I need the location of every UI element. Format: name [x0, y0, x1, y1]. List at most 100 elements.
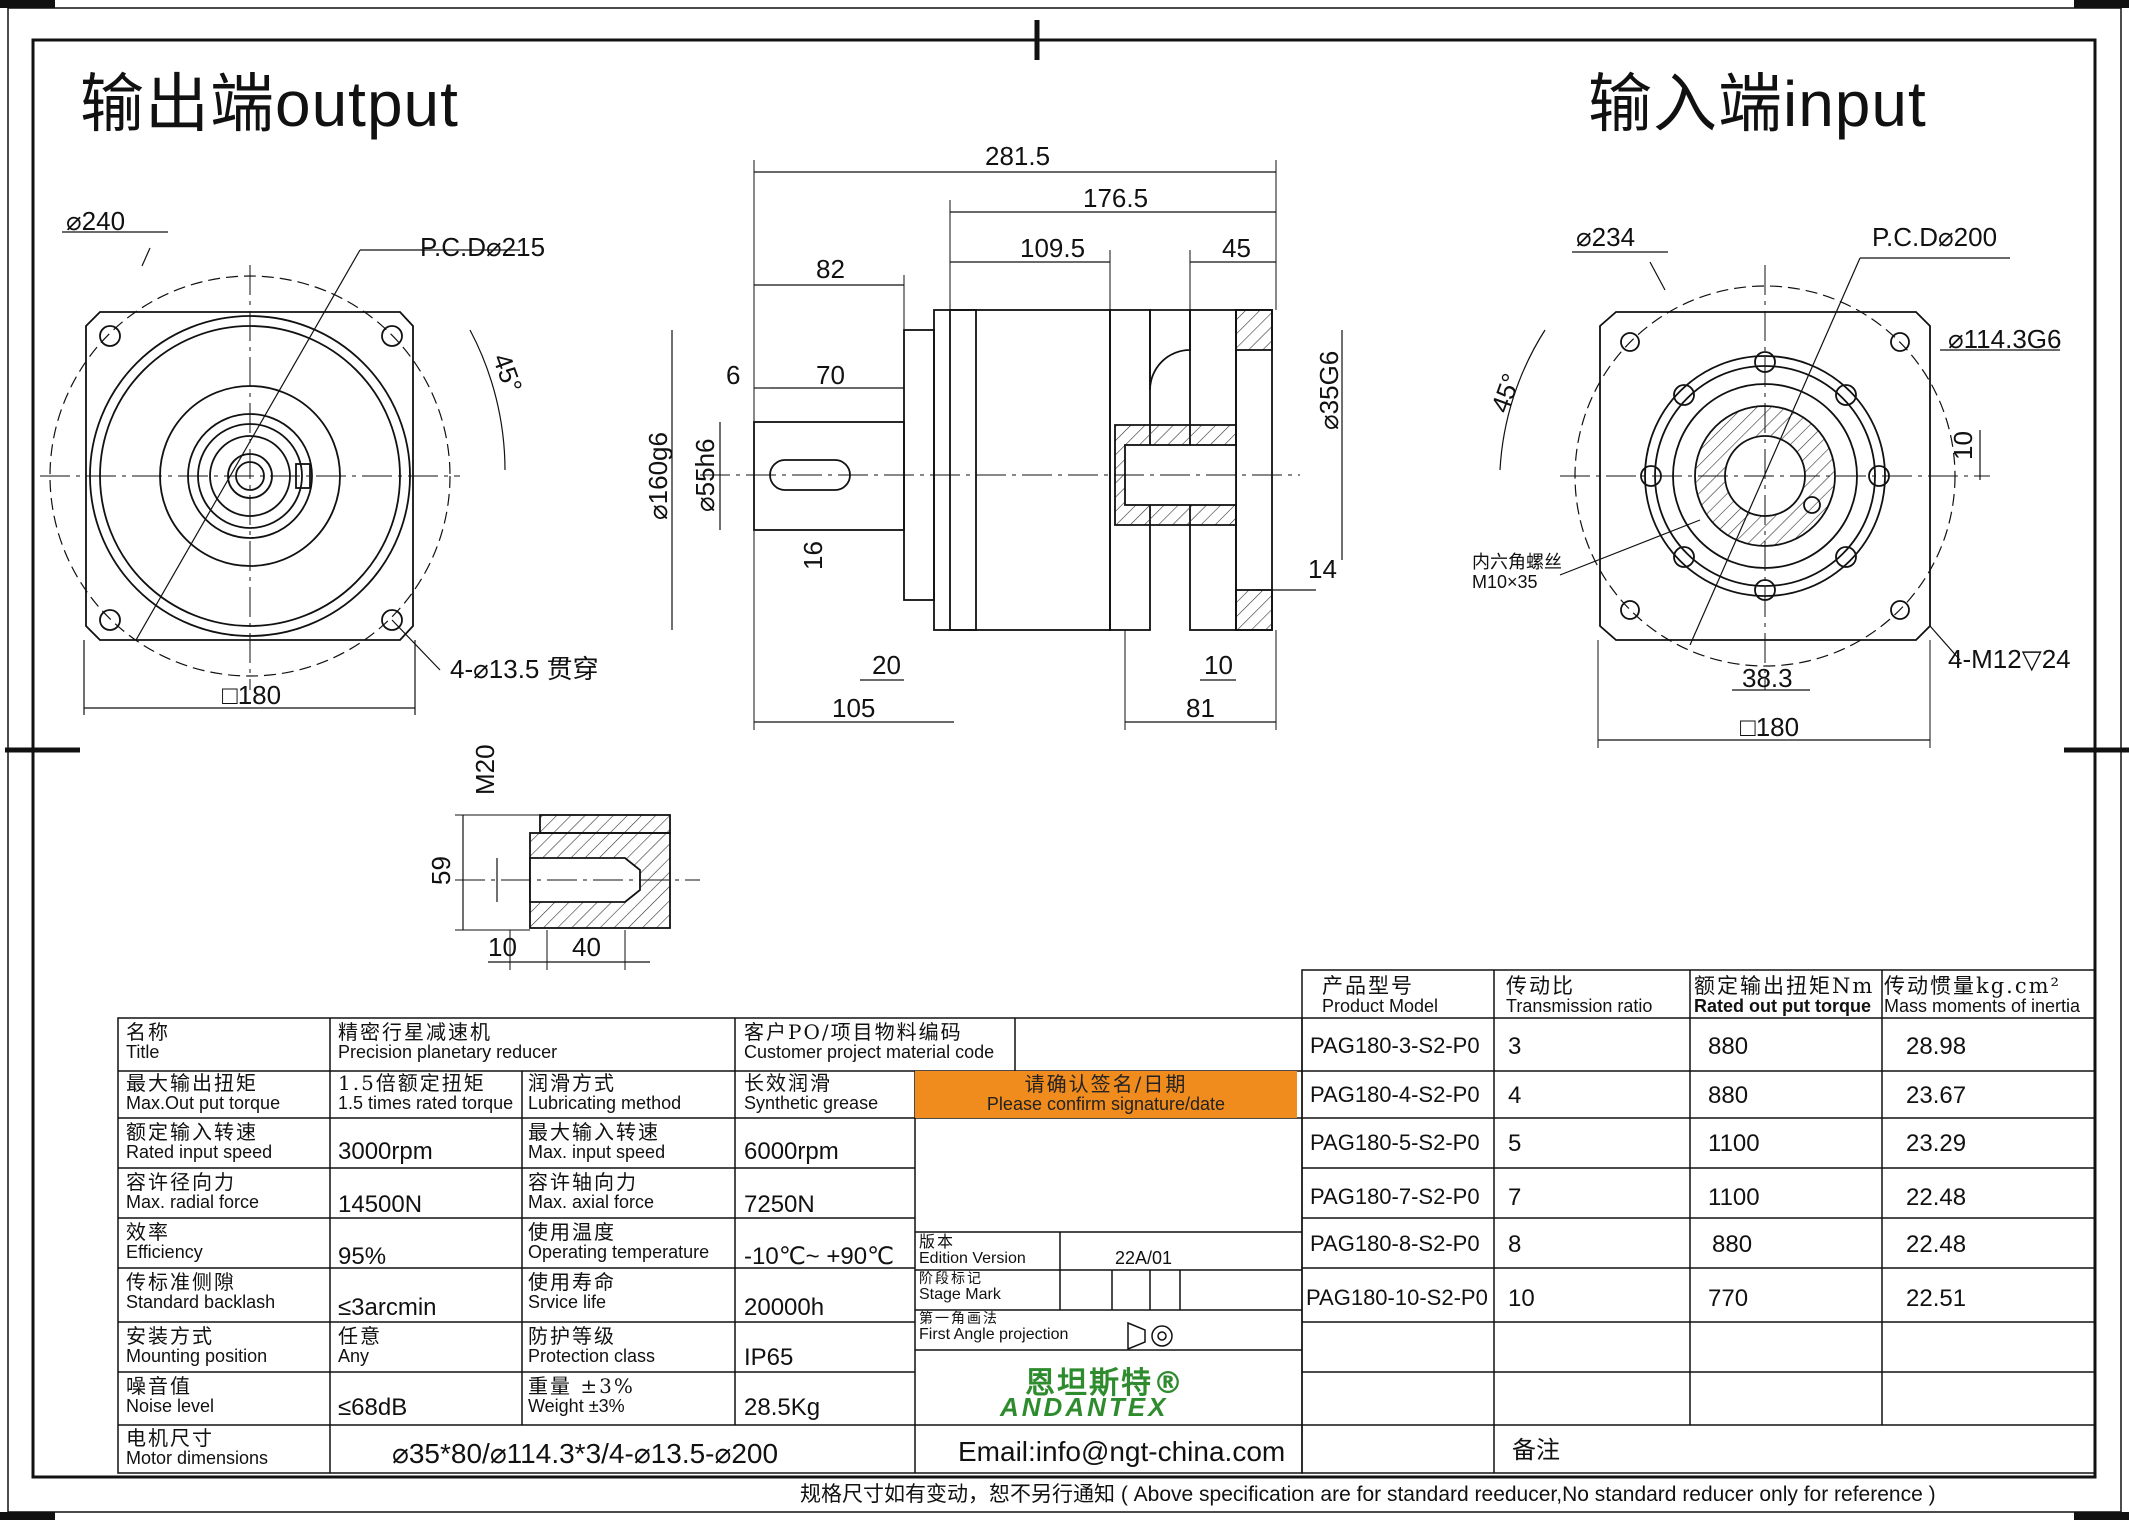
screw-label: 内六角螺丝 — [1472, 552, 1562, 572]
dim-10-middle: 10 — [1204, 650, 1233, 680]
dim-109-5: 109.5 — [1020, 233, 1086, 263]
row-1-model: PAG180-3-S2-P0 — [1310, 1033, 1480, 1058]
row-6-torque: 770 — [1708, 1285, 1749, 1312]
dim-105: 105 — [832, 693, 876, 723]
row-3-torque: 1100 — [1708, 1130, 1760, 1157]
edition-value: 22A/01 — [1115, 1248, 1173, 1268]
row-2-ratio: 4 — [1508, 1082, 1522, 1109]
dim-holes-right: 4-M12▽24 — [1948, 644, 2071, 674]
side-section-view — [671, 160, 1343, 730]
dim-d160: ⌀160g6 — [643, 432, 673, 520]
dim-pcd200: P.C.D⌀200 — [1872, 222, 1998, 252]
rated-speed-value: 3000rpm — [338, 1138, 433, 1165]
dim-14: 14 — [1308, 554, 1337, 584]
screw-size: M10×35 — [1472, 572, 1538, 592]
motor-dim-value: ⌀35*80/⌀114.3*3/4-⌀13.5-⌀200 — [392, 1438, 779, 1469]
dim-d234: ⌀234 — [1576, 222, 1636, 252]
row-6-model: PAG180-10-S2-P0 — [1306, 1285, 1488, 1310]
row-6-ratio: 10 — [1508, 1285, 1535, 1312]
row-5-model: PAG180-8-S2-P0 — [1310, 1231, 1480, 1256]
row-2-inertia: 23.67 — [1906, 1082, 1967, 1109]
efficiency-value: 95% — [338, 1243, 387, 1270]
row-2-torque: 880 — [1708, 1082, 1749, 1109]
radial-force-value: 14500N — [338, 1191, 423, 1218]
row-4-ratio: 7 — [1508, 1184, 1522, 1211]
brand-logo-en: ANDANTEX — [1000, 1392, 1169, 1422]
dim-38-3: 38.3 — [1742, 663, 1793, 693]
row-3-ratio: 5 — [1508, 1130, 1522, 1157]
max-speed-value: 6000rpm — [744, 1138, 839, 1165]
row-3-model: PAG180-5-S2-P0 — [1310, 1130, 1480, 1155]
contact-email: Email:info@ngt-china.com — [958, 1436, 1286, 1467]
noise-value: ≤68dB — [338, 1394, 408, 1421]
dim-20: 20 — [872, 650, 901, 680]
row-5-torque: 880 — [1712, 1231, 1753, 1258]
row-3-inertia: 23.29 — [1906, 1130, 1967, 1157]
dim-holes-left: 4-⌀13.5 贯穿 — [450, 654, 599, 684]
protection-value: IP65 — [744, 1344, 794, 1371]
row-4-torque: 1100 — [1708, 1184, 1760, 1211]
dim-40: 40 — [572, 932, 601, 962]
row-2-model: PAG180-4-S2-P0 — [1310, 1082, 1480, 1107]
input-title: 输入端input — [1588, 68, 1927, 140]
life-value: 20000h — [744, 1294, 825, 1321]
dim-6: 6 — [726, 360, 741, 390]
output-flange-view — [40, 231, 520, 715]
backlash-value: ≤3arcmin — [338, 1294, 437, 1321]
dim-m20: M20 — [470, 744, 500, 795]
dim-59: 59 — [426, 856, 456, 885]
dim-176-5: 176.5 — [1083, 183, 1149, 213]
dim-d114-3: ⌀114.3G6 — [1948, 324, 2062, 354]
table-grid — [117, 969, 2096, 1474]
outer-border — [7, 7, 2122, 1513]
input-flange-view — [1499, 251, 2060, 748]
brand-logo-zh: 恩坦斯特® — [1025, 1366, 1185, 1401]
row-1-torque: 880 — [1708, 1033, 1749, 1060]
dim-10-small: 10 — [488, 932, 517, 962]
dim-d55: ⌀55h6 — [690, 438, 720, 513]
dim-16: 16 — [798, 541, 828, 570]
dim-pcd215: P.C.D⌀215 — [420, 232, 546, 262]
weight-label: 重量 ±3%Weight ±3% — [528, 1374, 635, 1416]
axial-force-value: 7250N — [744, 1191, 815, 1218]
row-5-inertia: 22.48 — [1906, 1231, 1967, 1258]
dim-square-180-left: □180 — [222, 680, 282, 710]
weight-value: 28.5Kg — [744, 1394, 821, 1421]
dim-70: 70 — [816, 360, 845, 390]
dim-10-right: 10 — [1948, 431, 1978, 460]
row-6-inertia: 22.51 — [1906, 1285, 1967, 1312]
dim-d240: ⌀240 — [66, 206, 126, 236]
row-4-inertia: 22.48 — [1906, 1184, 1967, 1211]
row-1-ratio: 3 — [1508, 1033, 1522, 1060]
dim-82: 82 — [816, 254, 845, 284]
row-1-inertia: 28.98 — [1906, 1033, 1967, 1060]
dim-d35: ⌀35G6 — [1314, 350, 1344, 430]
dim-81: 81 — [1186, 693, 1215, 723]
inner-border — [31, 38, 2097, 1479]
dim-45: 45 — [1222, 233, 1251, 263]
